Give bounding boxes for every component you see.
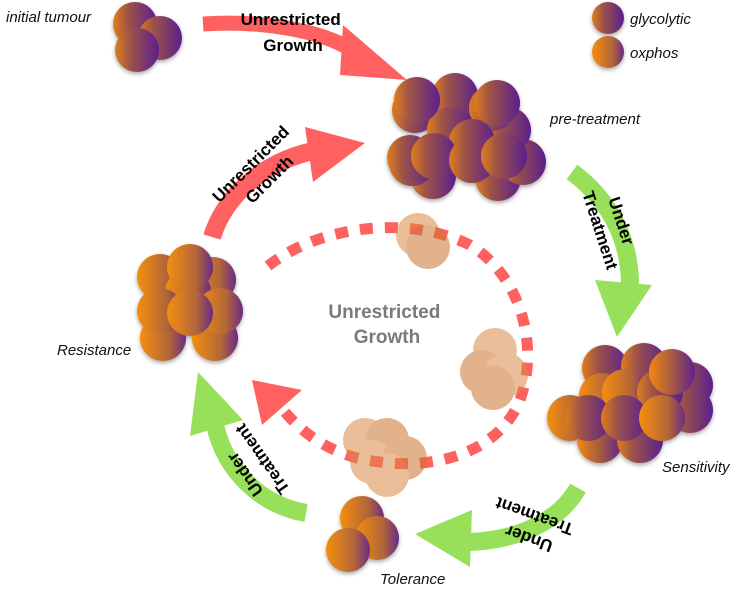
dashed-loop-arrowhead [252,380,302,425]
sensitivity-label: Sensitivity [662,459,731,476]
top-growth-label: Unrestricted Growth [241,10,346,55]
faded-cluster-top [396,213,450,269]
legend-oxphos-label: oxphos [630,45,679,62]
faded-cluster-bottom [343,418,427,497]
legend-glycolytic-swatch [592,2,624,34]
initial-tumour-cluster [113,2,182,72]
resistance-cluster [137,244,243,361]
legend-oxphos-swatch [592,36,624,68]
sensitivity-cluster [547,343,713,463]
left-treatment-arrow [190,372,308,522]
legend: glycolytic oxphos [592,2,691,68]
tolerance-cluster [326,496,399,572]
faded-cluster-right [460,328,528,410]
resistance-label: Resistance [57,342,131,359]
initial-tumour-label: initial tumour [6,9,92,26]
left-growth-arrow [203,127,365,240]
legend-glycolytic-label: glycolytic [630,11,691,28]
right-treatment-arrow [566,164,652,337]
pre-treatment-label: pre-treatment [549,111,641,128]
top-growth-arrow [202,15,407,80]
tolerance-label: Tolerance [380,571,445,588]
pre-treatment-cluster [387,73,546,201]
bottom-treatment-arrow [415,483,586,567]
center-growth-label: Unrestricted Growth [328,302,445,348]
